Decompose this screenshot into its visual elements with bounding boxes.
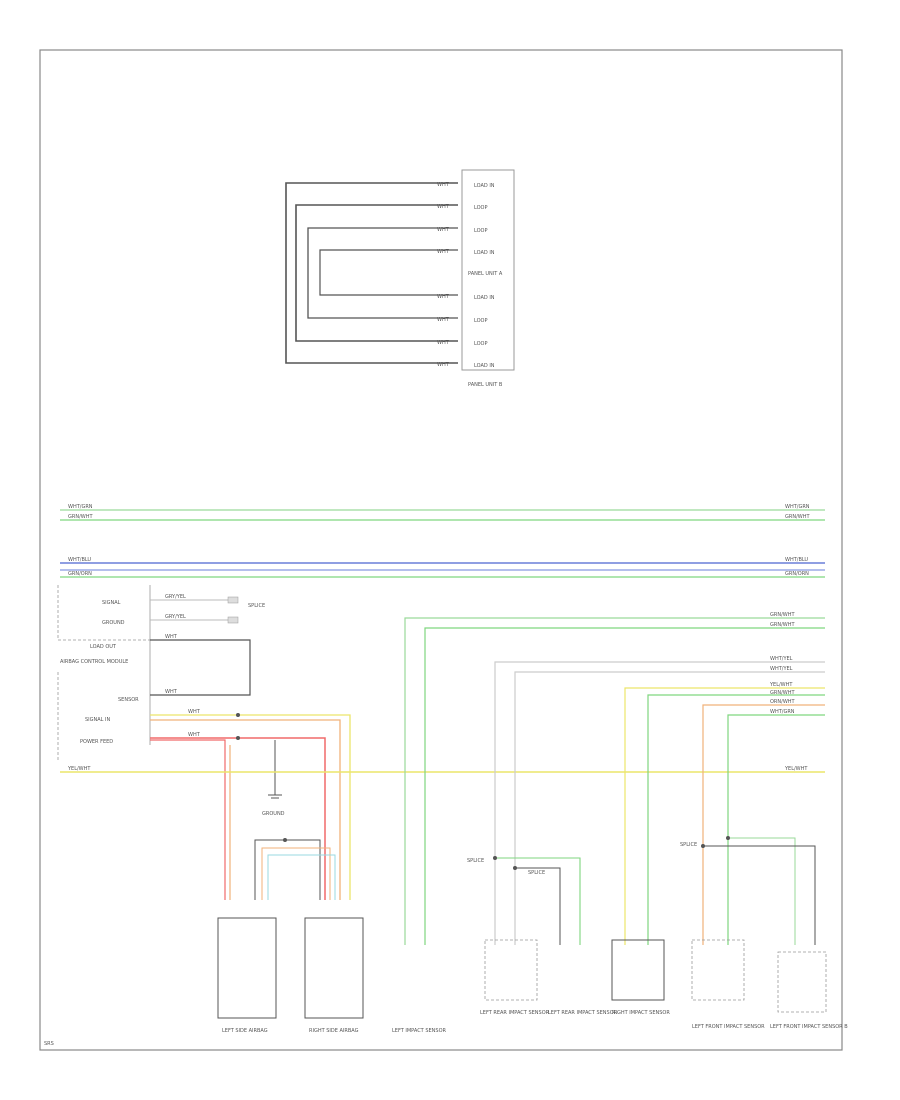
component-box xyxy=(691,939,745,1001)
pin-label: LOOP xyxy=(474,205,488,211)
pin-label: LOAD IN xyxy=(474,183,495,189)
bus-lines: WHT/GRN GRN/WHT WHT/BLU GRN/ORN WHT/GRN … xyxy=(60,504,825,578)
wire-label: WHT xyxy=(437,182,450,188)
pin-label: LOOP xyxy=(474,341,488,347)
component-box xyxy=(611,939,665,1001)
wire-label: WHT xyxy=(437,249,450,255)
wire-label: WHT xyxy=(437,317,450,323)
component-label: LEFT IMPACT SENSOR xyxy=(392,1028,447,1034)
wire-label: GRN/WHT xyxy=(770,622,795,628)
bus-label-left: GRN/ORN xyxy=(68,571,92,577)
airbag-module: SIGNAL GROUND LOAD OUT AIRBAG CONTROL MO… xyxy=(57,585,351,900)
connector-name: PANEL UNIT A xyxy=(468,271,503,277)
wire-label: WHT/YEL xyxy=(770,656,793,662)
component-label: RIGHT IMPACT SENSOR xyxy=(612,1010,670,1016)
splice-label: SPLICE xyxy=(528,870,545,876)
wire-label: WHT/YEL xyxy=(770,666,793,672)
wire-label: WHT xyxy=(437,227,450,233)
module-pin: SENSOR xyxy=(118,697,139,703)
module-pin: GROUND xyxy=(102,620,125,626)
bus-label-right: WHT/BLU xyxy=(785,557,808,563)
pin-label: LOAD IN xyxy=(474,295,495,301)
bus-label-left: WHT/BLU xyxy=(68,557,91,563)
bus-label-left: WHT/GRN xyxy=(68,504,93,510)
module-pin: SIGNAL IN xyxy=(85,717,111,723)
component-box xyxy=(777,951,827,1013)
module-pin: POWER FEED xyxy=(80,739,113,745)
component-label: LEFT REAR IMPACT SENSOR xyxy=(480,1010,550,1016)
splice-label: SPLICE xyxy=(248,603,265,609)
wire-label: WHT xyxy=(437,362,450,368)
wire-label: WHT xyxy=(437,204,450,210)
module-name: AIRBAG CONTROL MODULE xyxy=(60,659,128,665)
wire-label: WHT xyxy=(188,732,201,738)
yellow-bus: YEL/WHT YEL/WHT xyxy=(60,766,825,773)
footer-label: SRS xyxy=(44,1041,54,1047)
bus-label-right: WHT/GRN xyxy=(785,504,810,510)
component-box xyxy=(217,917,277,1019)
wire-label: GRN/WHT xyxy=(770,612,795,618)
component-label: LEFT SIDE AIRBAG xyxy=(222,1028,268,1034)
connector-name: PANEL UNIT B xyxy=(468,382,503,388)
splice-label: SPLICE xyxy=(467,858,484,864)
bus-label-right: YEL/WHT xyxy=(784,766,808,772)
component-label: LEFT FRONT IMPACT SENSOR B xyxy=(770,1024,848,1030)
wire-label: ORN/WHT xyxy=(770,699,796,705)
wire-label: WHT xyxy=(165,634,178,640)
bus-label-left: GRN/WHT xyxy=(68,514,93,520)
component-label: RIGHT SIDE AIRBAG xyxy=(309,1028,359,1034)
wire-label: WHT/GRN xyxy=(770,709,795,715)
wire-label: GRY/YEL xyxy=(165,594,186,600)
component-label: LEFT FRONT IMPACT SENSOR xyxy=(692,1024,765,1030)
components: LEFT SIDE AIRBAG RIGHT SIDE AIRBAG LEFT … xyxy=(217,917,848,1034)
wire-label: GRN/WHT xyxy=(770,690,795,696)
component-box xyxy=(484,939,538,1001)
ground-label: GROUND xyxy=(262,811,285,817)
pin-label: LOAD IN xyxy=(474,250,495,256)
connector-housing xyxy=(461,169,515,371)
pin-label: LOOP xyxy=(474,318,488,324)
component-label: LEFT REAR IMPACT SENSOR xyxy=(548,1010,618,1016)
module-pin: SIGNAL xyxy=(102,600,121,606)
diagram-border xyxy=(39,49,843,1051)
wire-label: GRY/YEL xyxy=(165,614,186,620)
wire-label: WHT xyxy=(165,689,178,695)
wire-label: WHT xyxy=(437,340,450,346)
bus-label-right: GRN/WHT xyxy=(785,514,810,520)
wire-label: WHT xyxy=(437,294,450,300)
module-pin: LOAD OUT xyxy=(90,644,117,650)
pin-label: LOOP xyxy=(474,228,488,234)
wire-label: WHT xyxy=(188,709,201,715)
component-box xyxy=(304,917,364,1019)
pin-label: LOAD IN xyxy=(474,363,495,369)
connector-block: WHT WHT WHT WHT WHT WHT WHT WHT LOAD IN … xyxy=(285,169,515,388)
bus-label-right: GRN/ORN xyxy=(785,571,809,577)
right-wires: GRN/WHT GRN/WHT WHT/YEL WHT/YEL YEL/WHT … xyxy=(404,612,825,945)
bus-label-left: YEL/WHT xyxy=(67,766,91,772)
wire-label: YEL/WHT xyxy=(769,682,793,688)
splice-label: SPLICE xyxy=(680,842,697,848)
